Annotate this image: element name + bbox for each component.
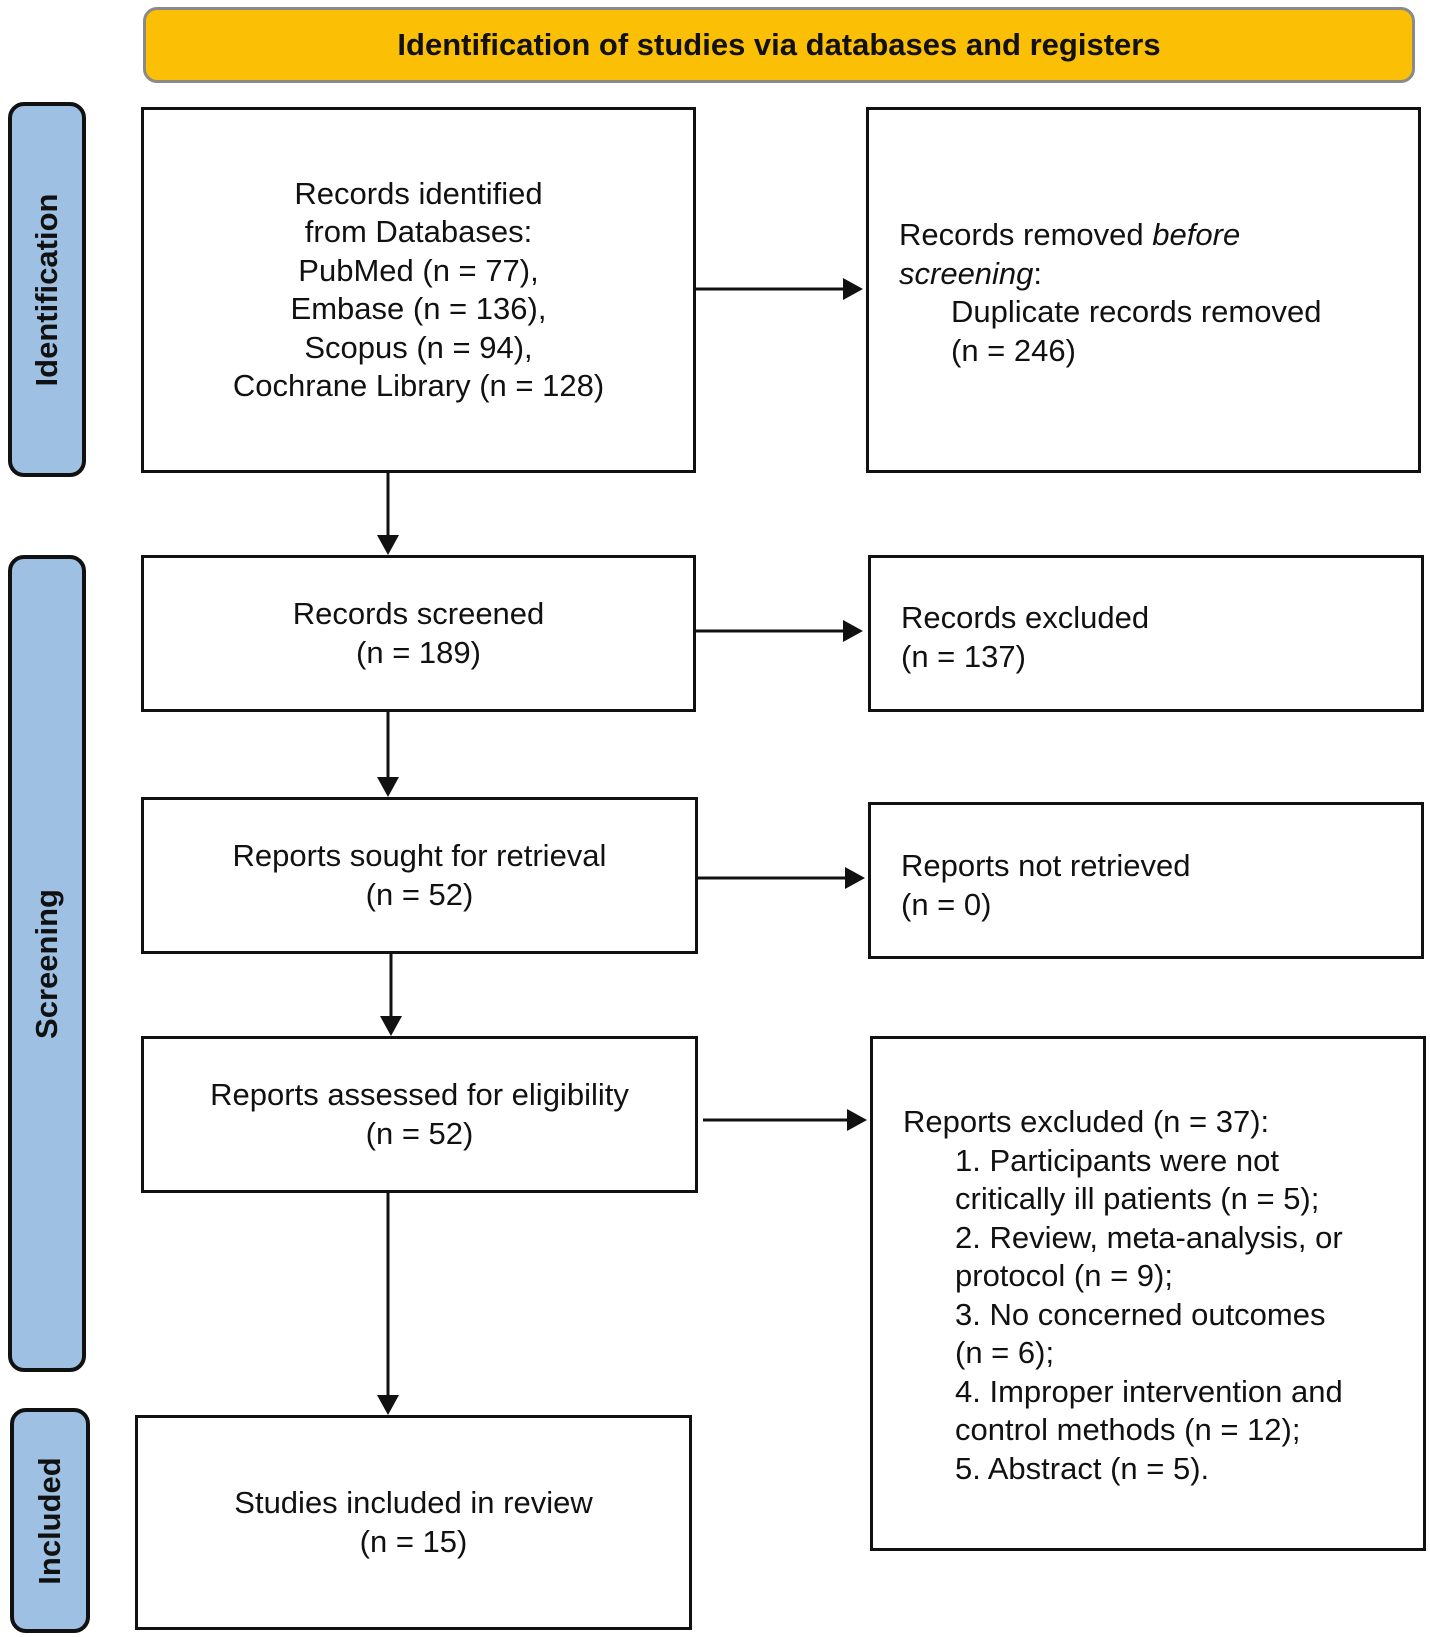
reports-excluded-reason: critically ill patients (n = 5); [955,1181,1320,1216]
records-removed-count: (n = 246) [951,332,1076,368]
records-removed-box: Records removed before screening: Duplic… [866,107,1421,473]
records-excluded-label: Records excluded [901,600,1150,635]
reports-excluded-box: Reports excluded (n = 37): 1. Participan… [870,1036,1426,1551]
header-title: Identification of studies via databases … [397,27,1161,62]
reports-not-retrieved-count: (n = 0) [901,886,992,922]
phase-included: Included [10,1408,90,1633]
reports-sought-box: Reports sought for retrieval (n = 52) [141,797,698,954]
reports-excluded-reason: 1. Participants were not [955,1142,1279,1178]
records-identified-line: Embase (n = 136), [290,291,547,326]
reports-excluded-reason: (n = 6); [955,1335,1055,1370]
records-screened-label: Records screened [292,596,545,631]
reports-not-retrieved-label: Reports not retrieved [901,848,1191,883]
arrow-assessed-to-included [377,1193,399,1415]
records-excluded-count: (n = 137) [901,638,1026,674]
records-removed-colon: : [1033,255,1043,291]
phase-screening: Screening [8,555,86,1372]
reports-assessed-count: (n = 52) [365,1115,474,1151]
records-identified-line: Scopus (n = 94), [304,329,533,365]
arrow-identified-to-removed [696,278,863,300]
records-screened-count: (n = 189) [356,634,481,670]
records-identified-box: Records identified from Databases: PubMe… [141,107,696,473]
reports-excluded-reason: protocol (n = 9); [955,1258,1173,1293]
records-identified-line: Records identified [294,175,543,211]
records-removed-title-prefix: Records removed [899,217,1153,252]
reports-assessed-label: Reports assessed for eligibility [210,1077,629,1112]
studies-included-label: Studies included in review [234,1485,593,1520]
identification-header-banner: Identification of studies via databases … [143,7,1415,83]
records-removed-line2: screening: [899,255,1418,294]
studies-included-box: Studies included in review (n = 15) [135,1415,692,1630]
records-screened-box: Records screened (n = 189) [141,555,696,712]
records-excluded-box: Records excluded (n = 137) [868,555,1424,712]
arrow-screened-to-sought [377,712,399,797]
arrow-identified-to-screened [377,473,399,555]
records-identified-line: from Databases: [304,214,533,249]
records-identified-line: Cochrane Library (n = 128) [232,368,605,403]
studies-included-count: (n = 15) [359,1523,468,1559]
reports-excluded-reason: control methods (n = 12); [955,1412,1301,1447]
reports-excluded-reason: 4. Improper intervention and [955,1373,1343,1409]
records-identified-line: PubMed (n = 77), [298,252,539,288]
reports-not-retrieved-box: Reports not retrieved (n = 0) [868,802,1424,959]
reports-sought-count: (n = 52) [365,876,474,912]
reports-sought-label: Reports sought for retrieval [232,838,607,873]
arrow-sought-to-assessed [380,954,402,1036]
arrow-screened-to-excluded [696,620,863,642]
reports-excluded-reason: 3. No concerned outcomes [955,1296,1326,1332]
arrow-sought-to-not-retrieved [698,867,865,889]
records-removed-screening-italic: screening [899,255,1034,291]
reports-assessed-box: Reports assessed for eligibility (n = 52… [141,1036,698,1193]
records-removed-title: Records removed before [899,216,1418,255]
records-removed-duplicates: Duplicate records removed [951,294,1322,329]
reports-excluded-title: Reports excluded (n = 37): [903,1104,1270,1139]
arrow-assessed-to-excluded [703,1109,867,1131]
reports-excluded-reason: 2. Review, meta-analysis, or [955,1219,1343,1255]
records-removed-title-italic: before [1152,217,1241,252]
reports-excluded-reason: 5. Abstract (n = 5). [955,1450,1210,1486]
phase-identification: Identification [8,102,86,477]
